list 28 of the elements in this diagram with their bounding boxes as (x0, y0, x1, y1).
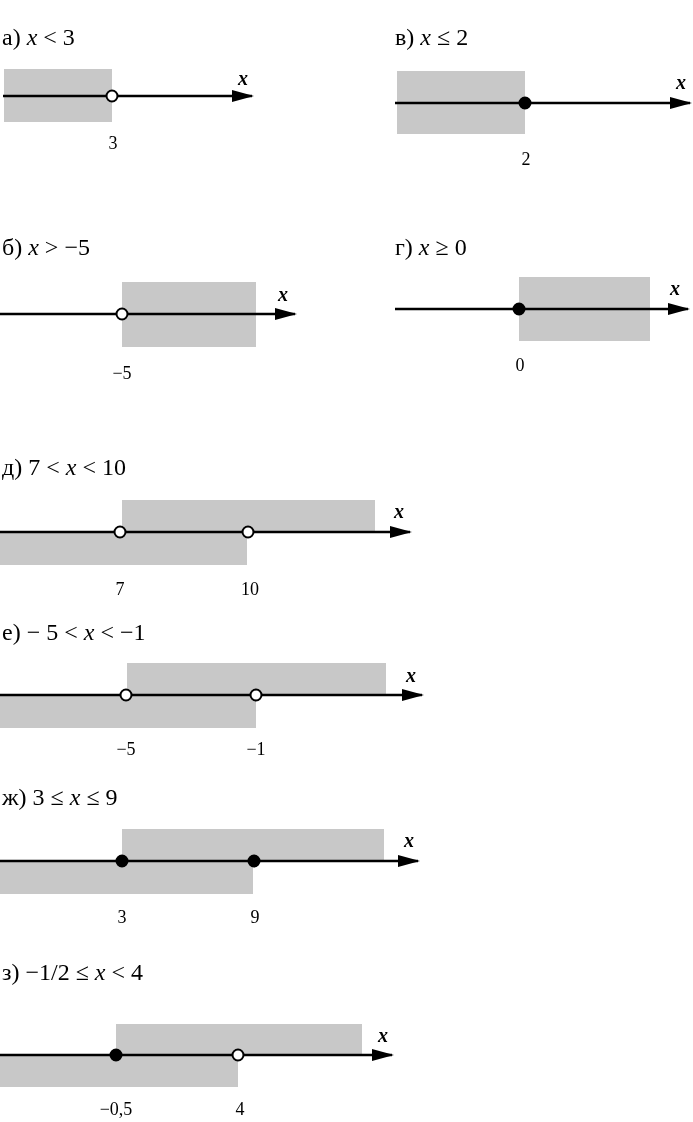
inequality-heading: б) x > −5 (2, 235, 90, 259)
axis-label: x (670, 278, 680, 298)
inequality-heading: а) x < 3 (2, 25, 75, 49)
tick-label: 2 (521, 150, 531, 168)
tick-label: −5 (116, 740, 136, 758)
tick-label: 7 (115, 580, 125, 598)
inequality-heading: г) x ≥ 0 (395, 235, 467, 259)
tick-label: 3 (117, 908, 127, 926)
inequality-heading: е) − 5 < x < −1 (2, 620, 146, 644)
tick-label: 4 (235, 1100, 245, 1118)
inequality-heading: в) x ≤ 2 (395, 25, 469, 49)
tick-label: 10 (241, 580, 259, 598)
inequality-heading: з) −1/2 ≤ x < 4 (2, 960, 144, 984)
tick-label: −1 (246, 740, 266, 758)
axis-label: x (378, 1025, 388, 1045)
tick-label: 3 (108, 134, 118, 152)
axis-label: x (676, 72, 686, 92)
axis-label: x (278, 284, 288, 304)
axis-label: x (238, 68, 248, 88)
tick-label: 9 (250, 908, 260, 926)
inequality-heading: д) 7 < x < 10 (2, 455, 126, 479)
axis-label: x (406, 665, 416, 685)
tick-label: 0 (515, 356, 525, 374)
tick-label: −5 (112, 364, 132, 382)
axis-label: x (394, 501, 404, 521)
tick-label: −0,5 (99, 1100, 133, 1118)
inequality-heading: ж) 3 ≤ x ≤ 9 (2, 785, 118, 809)
axis-label: x (404, 830, 414, 850)
